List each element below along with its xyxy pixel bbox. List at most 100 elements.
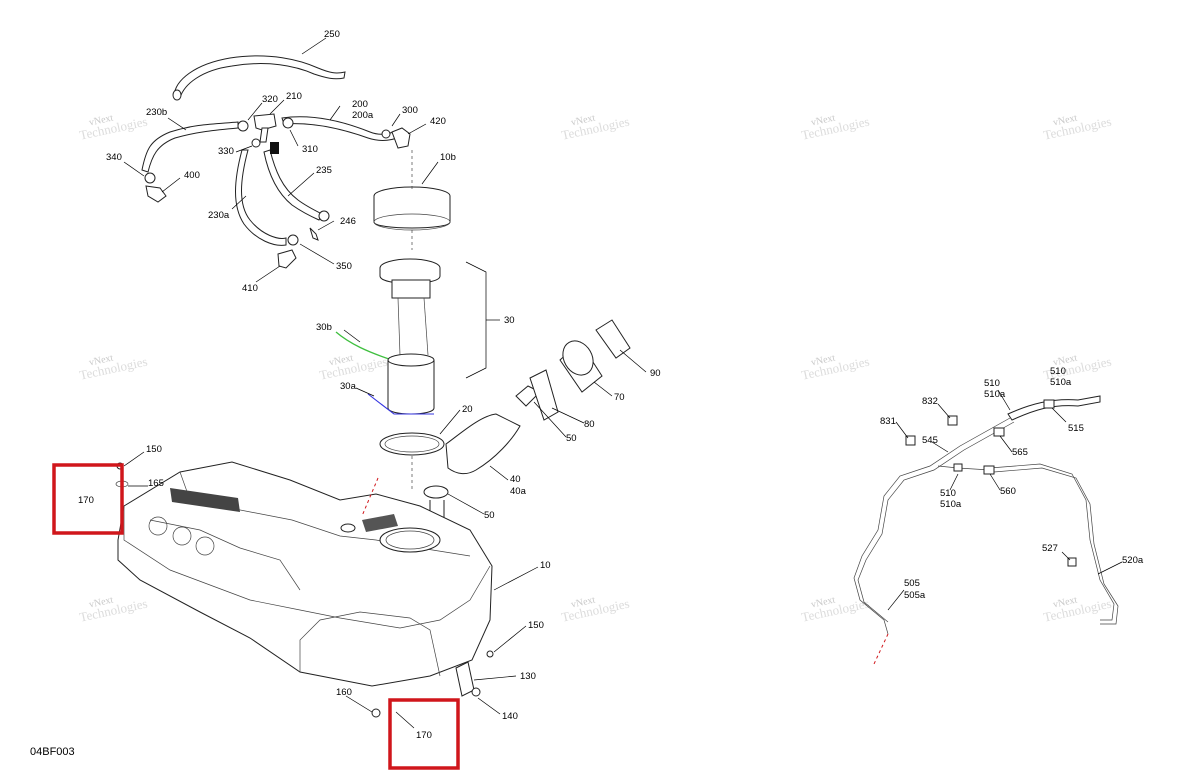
callout-505a: 505a xyxy=(904,590,926,601)
line-510-upper xyxy=(1007,395,1101,421)
callout-510-b: 510 xyxy=(1050,366,1066,377)
callout-527: 527 xyxy=(1042,543,1058,554)
watermark-line1: vNext xyxy=(810,595,836,611)
bracket-80 xyxy=(529,369,559,421)
callout-560: 560 xyxy=(1000,486,1016,497)
watermark-line1: vNext xyxy=(1052,595,1078,611)
clamp-50-lower xyxy=(423,485,449,499)
callout-170-upper: 170 xyxy=(78,495,94,506)
vent-hoses xyxy=(141,55,401,246)
connector-560 xyxy=(983,465,995,475)
tank-recess xyxy=(195,536,215,556)
nut-160 xyxy=(371,708,381,718)
callout-10b: 10b xyxy=(440,152,456,163)
watermark-line1: vNext xyxy=(88,353,114,369)
callout-70: 70 xyxy=(614,392,625,403)
tank-label-small xyxy=(362,514,398,532)
clamp-310 xyxy=(282,117,294,129)
watermark-line1: vNext xyxy=(1052,353,1078,369)
callout-320: 320 xyxy=(262,94,278,105)
watermark-line1: vNext xyxy=(810,113,836,129)
bolt-150-lower xyxy=(486,650,494,658)
callout-20: 20 xyxy=(462,404,473,415)
red-dash-guide xyxy=(361,477,379,517)
watermark-line1: vNext xyxy=(570,595,596,611)
small-fittings xyxy=(144,117,411,269)
clamp-330 xyxy=(251,138,261,148)
watermark-line1: vNext xyxy=(1052,113,1078,129)
tee-fitting-stem xyxy=(259,127,269,143)
callout-510a-b: 510a xyxy=(1050,377,1072,388)
line-520a xyxy=(989,463,1115,621)
callout-515: 515 xyxy=(1068,423,1084,434)
tee-fitting-210 xyxy=(253,113,277,131)
tank-body xyxy=(117,461,493,687)
callout-170-lower: 170 xyxy=(416,730,432,741)
callout-40a: 40a xyxy=(510,486,527,497)
callout-210: 210 xyxy=(286,91,302,102)
strainer-30a xyxy=(367,393,434,415)
callout-30b: 30b xyxy=(316,322,332,333)
watermark-line1: vNext xyxy=(88,113,114,129)
clip-510 xyxy=(953,463,963,472)
tank-port xyxy=(340,523,356,533)
clip-831 xyxy=(905,435,916,446)
callout-250: 250 xyxy=(324,29,340,40)
watermark-line1: vNext xyxy=(810,353,836,369)
callout-150-upper: 150 xyxy=(146,444,162,455)
filler-neck-40 xyxy=(445,413,521,475)
fuel-pump-assembly xyxy=(335,150,487,490)
hose-250 xyxy=(173,55,346,99)
callout-505: 505 xyxy=(904,578,920,589)
fuel-line-30b xyxy=(335,331,393,361)
clip-832 xyxy=(947,415,958,426)
callout-30: 30 xyxy=(504,315,515,326)
hose-230a xyxy=(235,149,287,246)
callout-200a: 200a xyxy=(352,110,374,121)
callout-565: 565 xyxy=(1012,447,1028,458)
callout-400: 400 xyxy=(184,170,200,181)
callout-90: 90 xyxy=(650,368,661,379)
callout-310: 310 xyxy=(302,144,318,155)
callout-350: 350 xyxy=(336,261,352,272)
callout-831: 831 xyxy=(880,416,896,427)
clamp-320 xyxy=(237,120,249,132)
callout-10: 10 xyxy=(540,560,551,571)
fuel-tank-10 xyxy=(115,461,494,718)
callout-330: 330 xyxy=(218,146,234,157)
callout-235: 235 xyxy=(316,165,332,176)
seal-20-inner xyxy=(384,435,440,453)
callout-246: 246 xyxy=(340,216,356,227)
callout-832: 832 xyxy=(922,396,938,407)
callout-labels: 250 230b 320 210 200 200a 300 420 340 33… xyxy=(78,29,1144,741)
clamp-340 xyxy=(144,172,156,184)
hose-235 xyxy=(263,149,323,221)
callout-140: 140 xyxy=(502,711,518,722)
pump-rod xyxy=(423,297,429,356)
seal-20 xyxy=(379,432,445,456)
line-510-lower xyxy=(937,465,991,471)
hose-200 xyxy=(281,116,401,141)
tank-label-plate xyxy=(170,488,240,512)
bracket-130 xyxy=(455,661,475,697)
clamp-246 xyxy=(318,210,330,222)
callout-520a: 520a xyxy=(1122,555,1144,566)
callout-420: 420 xyxy=(430,116,446,127)
callout-30a: 30a xyxy=(340,381,357,392)
assembly-bracket-30 xyxy=(465,261,487,379)
leader-lines xyxy=(123,37,1123,729)
highlight-box-170-upper xyxy=(52,463,124,535)
cap-90 xyxy=(595,319,631,359)
callout-510-c: 510 xyxy=(940,488,956,499)
pump-opening xyxy=(379,527,441,553)
clamp-300 xyxy=(381,129,391,139)
filler-neck-assembly xyxy=(423,319,631,525)
pump-body-upper xyxy=(391,279,431,299)
hose-235-end xyxy=(270,142,279,154)
callout-510-a: 510 xyxy=(984,378,1000,389)
document-code: 04BF003 xyxy=(30,746,75,758)
connector-515 xyxy=(1043,399,1055,409)
bolt-140 xyxy=(471,687,481,697)
connector-420 xyxy=(391,127,411,149)
callout-50-lower: 50 xyxy=(484,510,495,521)
